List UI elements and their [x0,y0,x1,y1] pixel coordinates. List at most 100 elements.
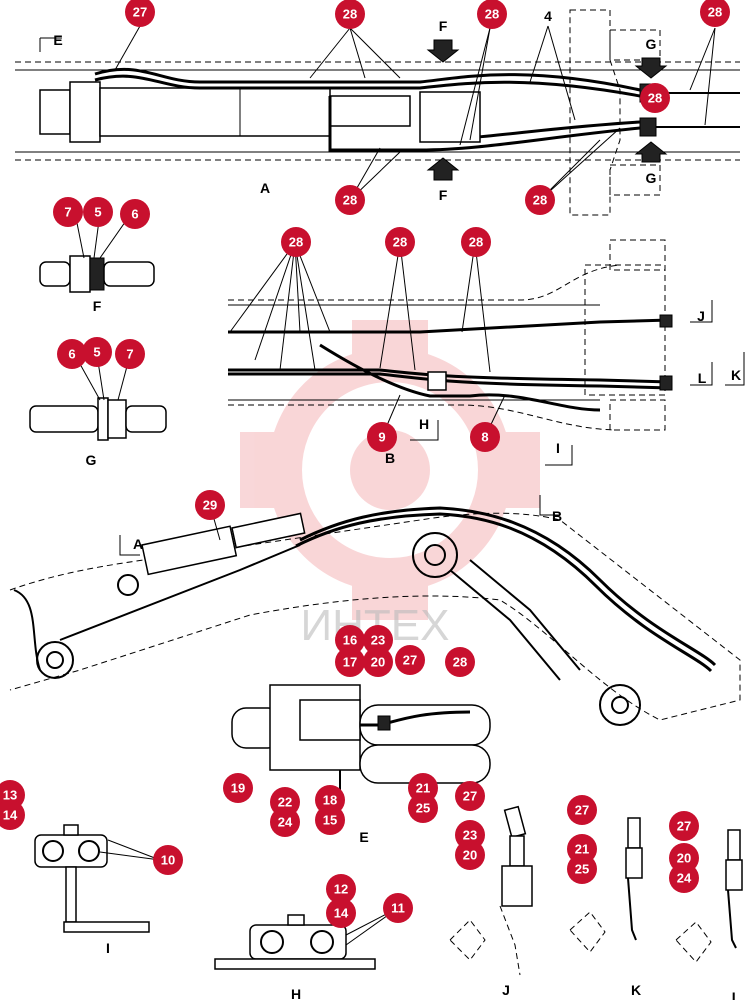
callout-number: 28 [708,5,722,20]
view-e-detail [231,684,491,800]
callout-number: 27 [677,819,691,834]
view-label-b-arrow: B [552,508,562,524]
callout-number: 8 [481,430,488,445]
callout-number: 21 [416,781,430,796]
callout-circle [470,422,500,452]
excavator-side-view [9,495,741,726]
callout-circle [567,795,597,825]
callout-28: 28 [461,227,491,257]
view-label-a-arrow: A [133,536,143,552]
callout-number: 20 [371,655,385,670]
detail-j-fitting [449,805,533,976]
callout-29: 29 [195,490,225,520]
callout-number: 27 [403,653,417,668]
callout-circle [700,0,730,27]
callout-circle [525,185,555,215]
callout-17: 17 [335,647,365,677]
view-label-k-arrow: K [731,367,741,383]
callout-circle [83,197,113,227]
callout-12: 12 [326,874,356,904]
callout-circle [408,793,438,823]
callout-27: 27 [567,795,597,825]
callout-28: 28 [525,185,555,215]
callout-number: 27 [133,5,147,20]
callout-circle [445,647,475,677]
view-label-l-detail: L [732,989,741,1000]
callout-circle [395,645,425,675]
callout-number: 28 [289,235,303,250]
view-label-f-top: F [439,18,448,34]
view-label-four: 4 [544,8,552,24]
callout-circle [640,83,670,113]
callout-circle [669,863,699,893]
callout-number: 20 [463,848,477,863]
view-label-l-arrow: L [698,370,707,386]
callout-circle [367,422,397,452]
view-label-e-top: E [53,32,62,48]
callout-23: 23 [363,625,393,655]
callout-number: 13 [3,788,17,803]
callout-number: 27 [463,789,477,804]
callout-14: 14 [0,800,25,830]
callout-25: 25 [567,854,597,884]
callout-number: 28 [469,235,483,250]
callout-circle [57,339,87,369]
callout-28: 28 [477,0,507,29]
view-label-h-arrow: H [419,416,429,432]
callout-number: 6 [68,347,75,362]
callout-number: 24 [278,815,293,830]
view-label-f-bottom: F [439,187,448,203]
callout-5: 5 [83,197,113,227]
callout-circle [326,874,356,904]
callout-27: 27 [669,811,699,841]
callout-number: 28 [648,91,662,106]
callout-circle [125,0,155,27]
callout-circle [455,781,485,811]
view-a-drawing [15,9,740,216]
callout-circle [53,197,83,227]
callout-circle [383,893,413,923]
callout-9: 9 [367,422,397,452]
callout-number: 11 [391,901,405,916]
callout-number: 10 [161,853,175,868]
view-label-g-detail: G [86,452,97,468]
view-label-g-bottom: G [646,170,657,186]
view-label-i-detail: I [106,940,110,956]
callout-number: 12 [334,882,348,897]
detail-l-fitting [675,829,743,963]
callout-circle [461,227,491,257]
callout-number: 28 [343,7,357,22]
callout-28: 28 [385,227,415,257]
callout-number: 6 [131,207,138,222]
callout-16: 16 [335,625,365,655]
callout-number: 23 [371,633,385,648]
callout-circle [567,854,597,884]
callout-number: 24 [677,871,692,886]
callout-number: 25 [575,862,589,877]
callout-27: 27 [125,0,155,27]
callout-8: 8 [470,422,500,452]
callout-circle [120,199,150,229]
callout-7: 7 [115,339,145,369]
callout-number: 25 [416,801,430,816]
callout-number: 28 [485,7,499,22]
callout-number: 21 [575,842,589,857]
callout-circle [335,647,365,677]
callout-circle [195,490,225,520]
callout-circle [223,773,253,803]
callout-28: 28 [700,0,730,27]
callout-number: 28 [343,193,357,208]
callout-number: 14 [3,808,18,823]
watermark-logo [240,320,540,620]
callout-7: 7 [53,197,83,227]
view-label-f-detail: F [93,298,102,314]
callout-circle [335,625,365,655]
callout-circle [0,800,25,830]
callout-number: 18 [323,793,337,808]
view-label-a: A [260,180,270,196]
callout-24: 24 [669,863,699,893]
callout-number: 9 [378,430,385,445]
callout-number: 14 [334,906,349,921]
callout-circle [363,625,393,655]
